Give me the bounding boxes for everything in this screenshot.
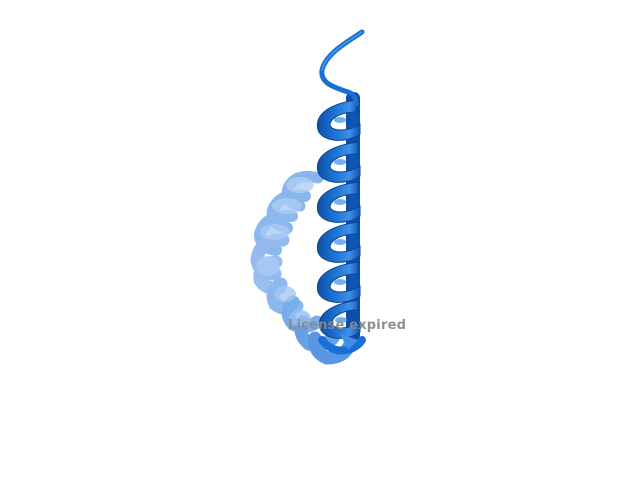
front-helix — [316, 92, 366, 355]
terminal-coil — [319, 29, 365, 107]
back-helix — [250, 170, 356, 365]
license-watermark: License expired — [288, 318, 407, 333]
